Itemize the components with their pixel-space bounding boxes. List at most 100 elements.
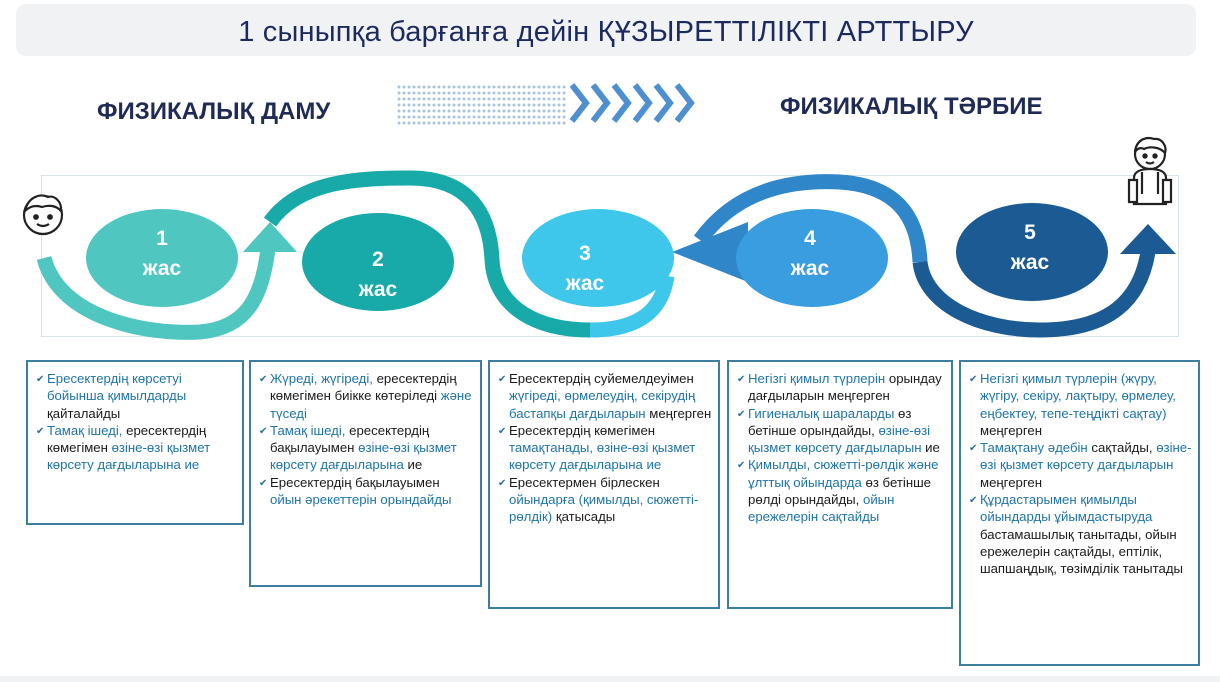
progress-dot (412, 103, 416, 107)
progress-dot (497, 121, 501, 125)
progress-dot (502, 97, 506, 101)
progress-dot (497, 85, 501, 89)
item-text: және түседі (270, 388, 472, 421)
item-text: қатысады (555, 509, 616, 525)
progress-dot (537, 85, 541, 89)
age-word-1: жас (142, 257, 182, 280)
item-text: меңгерген (980, 422, 1043, 438)
progress-dot (542, 121, 546, 125)
chevron-arrows-icon (569, 83, 695, 123)
progress-dot (477, 103, 481, 107)
progress-dot (407, 121, 411, 125)
check-icon: ✔ (498, 425, 507, 437)
stage-2-item: ✔Тамақ ішеді, ересектердің бақылауымен ө… (259, 422, 474, 474)
item-text: өзіне-өзі қызмет көрсету дағдыларын (748, 422, 931, 456)
progress-dot (402, 115, 406, 119)
progress-dot (492, 109, 496, 113)
age-circle-5 (956, 203, 1108, 301)
check-icon: ✔ (498, 374, 507, 385)
progress-dot (552, 109, 556, 113)
arrowhead-3 (672, 222, 748, 282)
progress-dot (472, 97, 476, 101)
progress-dot (557, 109, 561, 113)
progress-dot (527, 109, 531, 113)
stage-2-item: ✔Ересектердің бақылауымен ойын әрекеттер… (259, 474, 474, 509)
check-icon: ✔ (259, 425, 268, 437)
progress-dot (457, 97, 461, 101)
progress-dot (562, 97, 566, 101)
progress-dot (442, 85, 446, 89)
progress-dot (542, 103, 546, 107)
progress-dot (482, 85, 486, 89)
progress-dot (477, 121, 481, 125)
progress-dot (542, 97, 546, 101)
item-text: Тамақтану әдебін (980, 440, 1092, 456)
progress-dot (482, 97, 486, 101)
progress-dot (402, 103, 406, 107)
progress-dot (512, 97, 516, 101)
stage-box-2: ✔Жүреді, жүгіреді, ересектердің көмегіме… (249, 360, 482, 587)
age-number-5: 5 (1024, 221, 1036, 244)
progress-dot (417, 103, 421, 107)
progress-dot (537, 109, 541, 113)
progress-dot (477, 85, 481, 89)
progress-dot (417, 115, 421, 119)
progress-dot (557, 91, 561, 95)
item-text: ие (407, 457, 423, 473)
item-text: ие (925, 440, 940, 456)
progress-dot (472, 121, 476, 125)
progress-dot (432, 121, 436, 125)
progress-dot (527, 103, 531, 107)
progress-dot (527, 91, 531, 95)
age-label-3: 3 жас (545, 239, 625, 299)
stage-4-item: ✔Гигиеналық шараларды өз бетінше орындай… (737, 405, 945, 457)
progress-dot (522, 121, 526, 125)
stage-box-1: ✔Ересектердің көрсетуі бойынша қимылдард… (26, 360, 244, 525)
progress-dot (547, 97, 551, 101)
stage-2-item: ✔Жүреді, жүгіреді, ересектердің көмегіме… (259, 370, 474, 422)
progress-dot (447, 115, 451, 119)
progress-dot (507, 121, 511, 125)
progress-dot (537, 121, 541, 125)
item-text: Жүреді, жүгіреді, (270, 371, 377, 386)
progress-dot (532, 97, 536, 101)
progress-dot (412, 85, 416, 89)
progress-dot (557, 97, 561, 101)
progress-dot (432, 115, 436, 119)
progress-dot (422, 103, 426, 107)
progress-dot (427, 115, 431, 119)
stage-5-item: ✔Құрдастарымен қимылды ойындарды ұйымдас… (969, 491, 1192, 577)
progress-dot (472, 115, 476, 119)
progress-dot (502, 115, 506, 119)
age-label-4: 4 жас (770, 224, 850, 284)
check-icon: ✔ (36, 425, 45, 437)
progress-dot (547, 103, 551, 107)
progress-dot (497, 91, 501, 95)
progress-dot (472, 91, 476, 95)
stage-3-item: ✔Ересектердің суйемелдеуімен жүгіреді, ө… (498, 370, 712, 422)
age-number-2: 2 (372, 248, 384, 271)
progress-dot (427, 121, 431, 125)
progress-dot (397, 97, 401, 101)
progress-dot (442, 121, 446, 125)
progress-dot (507, 91, 511, 95)
progress-dot (457, 115, 461, 119)
progress-dot (457, 85, 461, 89)
progress-dot (427, 91, 431, 95)
progress-dot (557, 121, 561, 125)
progress-dot (462, 121, 466, 125)
item-text: Гигиеналық шараларды (748, 405, 898, 421)
stage-box-3: ✔Ересектердің суйемелдеуімен жүгіреді, ө… (488, 360, 720, 609)
progress-dot (452, 109, 456, 113)
age-word-3: жас (565, 272, 605, 295)
progress-dot (437, 97, 441, 101)
progress-dot (407, 115, 411, 119)
progress-dot (482, 121, 486, 125)
progress-dot (417, 109, 421, 113)
progress-dot (447, 121, 451, 125)
progress-dot (467, 115, 471, 119)
progress-dot (437, 121, 441, 125)
progress-dot (412, 91, 416, 95)
progress-dot (487, 109, 491, 113)
progress-dot (492, 91, 496, 95)
